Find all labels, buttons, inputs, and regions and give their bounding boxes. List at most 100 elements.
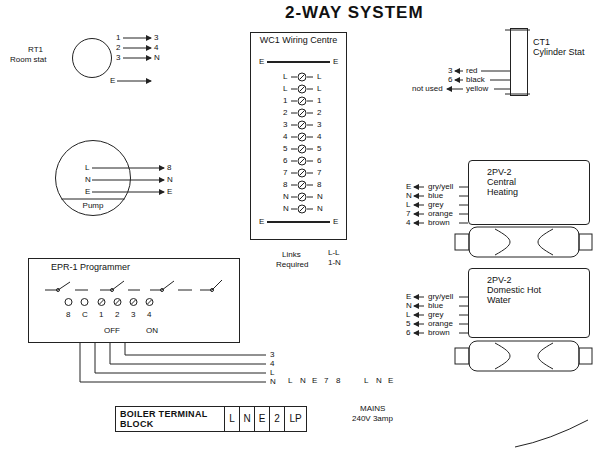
terminal-label: 3 [131, 310, 135, 319]
terminal-label: 7 [406, 209, 410, 218]
programmer: EPR-1 Programmer [28, 258, 240, 343]
terminal-label: grey [428, 200, 444, 209]
node-label: Domestic Hot Water [487, 285, 547, 305]
terminal-label: E [333, 217, 338, 226]
terminal-label: blue [428, 191, 443, 200]
terminal-label: E [259, 217, 264, 226]
terminal-label: gry/yell [428, 292, 453, 301]
terminal-label: yellow [466, 84, 488, 93]
node-label: Room stat [10, 55, 46, 65]
terminal-label: 3 [116, 53, 120, 62]
terminal-label: 4 [147, 310, 151, 319]
terminal-label: 3 [317, 120, 321, 129]
cylinder-stat: CT1Cylinder Stat [510, 28, 528, 96]
terminal-label: MAINS [360, 404, 385, 413]
terminal-label: N [154, 53, 160, 62]
terminal-label: N [376, 376, 382, 385]
terminal-cell: E [254, 407, 269, 431]
pump: Pump [55, 140, 131, 216]
terminal-label: E [110, 76, 115, 85]
terminal-label: E [167, 187, 172, 196]
terminal-label: 240V 3amp [352, 414, 393, 423]
terminal-label: L [85, 163, 89, 172]
terminal-label: blue [428, 301, 443, 310]
terminal-label: E [388, 376, 393, 385]
terminal-label: E [259, 57, 264, 66]
terminal-label: black [466, 75, 485, 84]
terminal-label: 1 [283, 96, 287, 105]
terminal-label: 1-N [328, 258, 341, 267]
terminal-label: N [167, 175, 173, 184]
terminal-label: N [406, 191, 412, 200]
node-outline [72, 38, 112, 78]
terminal-label: N [270, 377, 276, 386]
diagram-title: 2-WAY SYSTEM [285, 3, 424, 23]
terminal-label: 7 [283, 168, 287, 177]
terminal-cell: 2 [269, 407, 284, 431]
node-label: CT1 [533, 37, 550, 47]
terminal-label: 5 [283, 144, 287, 153]
terminal-label: 3 [283, 120, 287, 129]
terminal-label: 8 [167, 163, 171, 172]
terminal-label: 2 [317, 108, 321, 117]
terminal-label: 6 [406, 328, 410, 337]
terminal-label: 1 [99, 310, 103, 319]
terminal-label: L [283, 72, 287, 81]
terminal-label: 8 [336, 376, 340, 385]
terminal-label: brown [428, 328, 450, 337]
terminal-label: L [317, 72, 321, 81]
node-label: BOILER TERMINAL BLOCK [116, 407, 224, 431]
terminal-label: 5 [406, 319, 410, 328]
terminal-label: 5 [317, 144, 321, 153]
terminal-name: E [259, 414, 266, 424]
terminal-label: 3 [448, 66, 452, 75]
terminal-label: L [283, 84, 287, 93]
terminal-label: L [406, 310, 410, 319]
terminal-label: 8 [66, 310, 70, 319]
terminal-label: E [406, 292, 411, 301]
node-circle [56, 141, 131, 216]
terminal-label: C [82, 310, 88, 319]
terminal-label: L [406, 200, 410, 209]
terminal-label: 1 [317, 96, 321, 105]
terminal-name: LP [289, 414, 301, 424]
terminal-label: brown [428, 218, 450, 227]
node-label: Central Heating [487, 177, 547, 197]
terminal-label: N [283, 204, 289, 213]
node-label: Cylinder Stat [533, 47, 585, 57]
terminal-label: ON [146, 326, 158, 335]
terminal-label: L [270, 368, 274, 377]
terminal-label: N [283, 192, 289, 201]
terminal-label: OFF [104, 326, 120, 335]
node-label: RT1 [28, 45, 43, 55]
room-stat: RT1Room stat [72, 38, 112, 78]
terminal-label: 4 [270, 359, 274, 368]
terminal-label: N [317, 204, 323, 213]
terminal-cell: LP [284, 407, 306, 431]
terminal-label: L-L [328, 248, 340, 257]
terminal-label: 2 [283, 108, 287, 117]
boiler-terminal-block: BOILER TERMINAL BLOCKLNE2LP [115, 406, 307, 432]
terminal-label: N [317, 192, 323, 201]
zone-valve: 2PV-2Central Heating [468, 160, 590, 225]
node-label: WC1 Wiring Centre [251, 35, 346, 45]
terminal-label: 6 [317, 156, 321, 165]
node-label: Pump [55, 201, 131, 211]
terminal-label: Links [282, 250, 301, 259]
node-circle [73, 39, 112, 78]
terminal-cell: N [239, 407, 254, 431]
terminal-label: 6 [448, 75, 452, 84]
node-label: 2PV-2 [487, 167, 547, 177]
terminal-label: 4 [283, 132, 287, 141]
terminal-label: 1 [116, 33, 120, 42]
terminal-label: grey [428, 310, 444, 319]
terminal-label: 7 [317, 168, 321, 177]
terminal-label: 3 [154, 33, 158, 42]
terminal-name: N [243, 414, 250, 424]
terminal-name: 2 [274, 414, 280, 424]
terminal-label: E [312, 376, 317, 385]
terminal-label: L [364, 376, 368, 385]
terminal-label: L [317, 84, 321, 93]
node-label: 2PV-2 [487, 275, 547, 285]
